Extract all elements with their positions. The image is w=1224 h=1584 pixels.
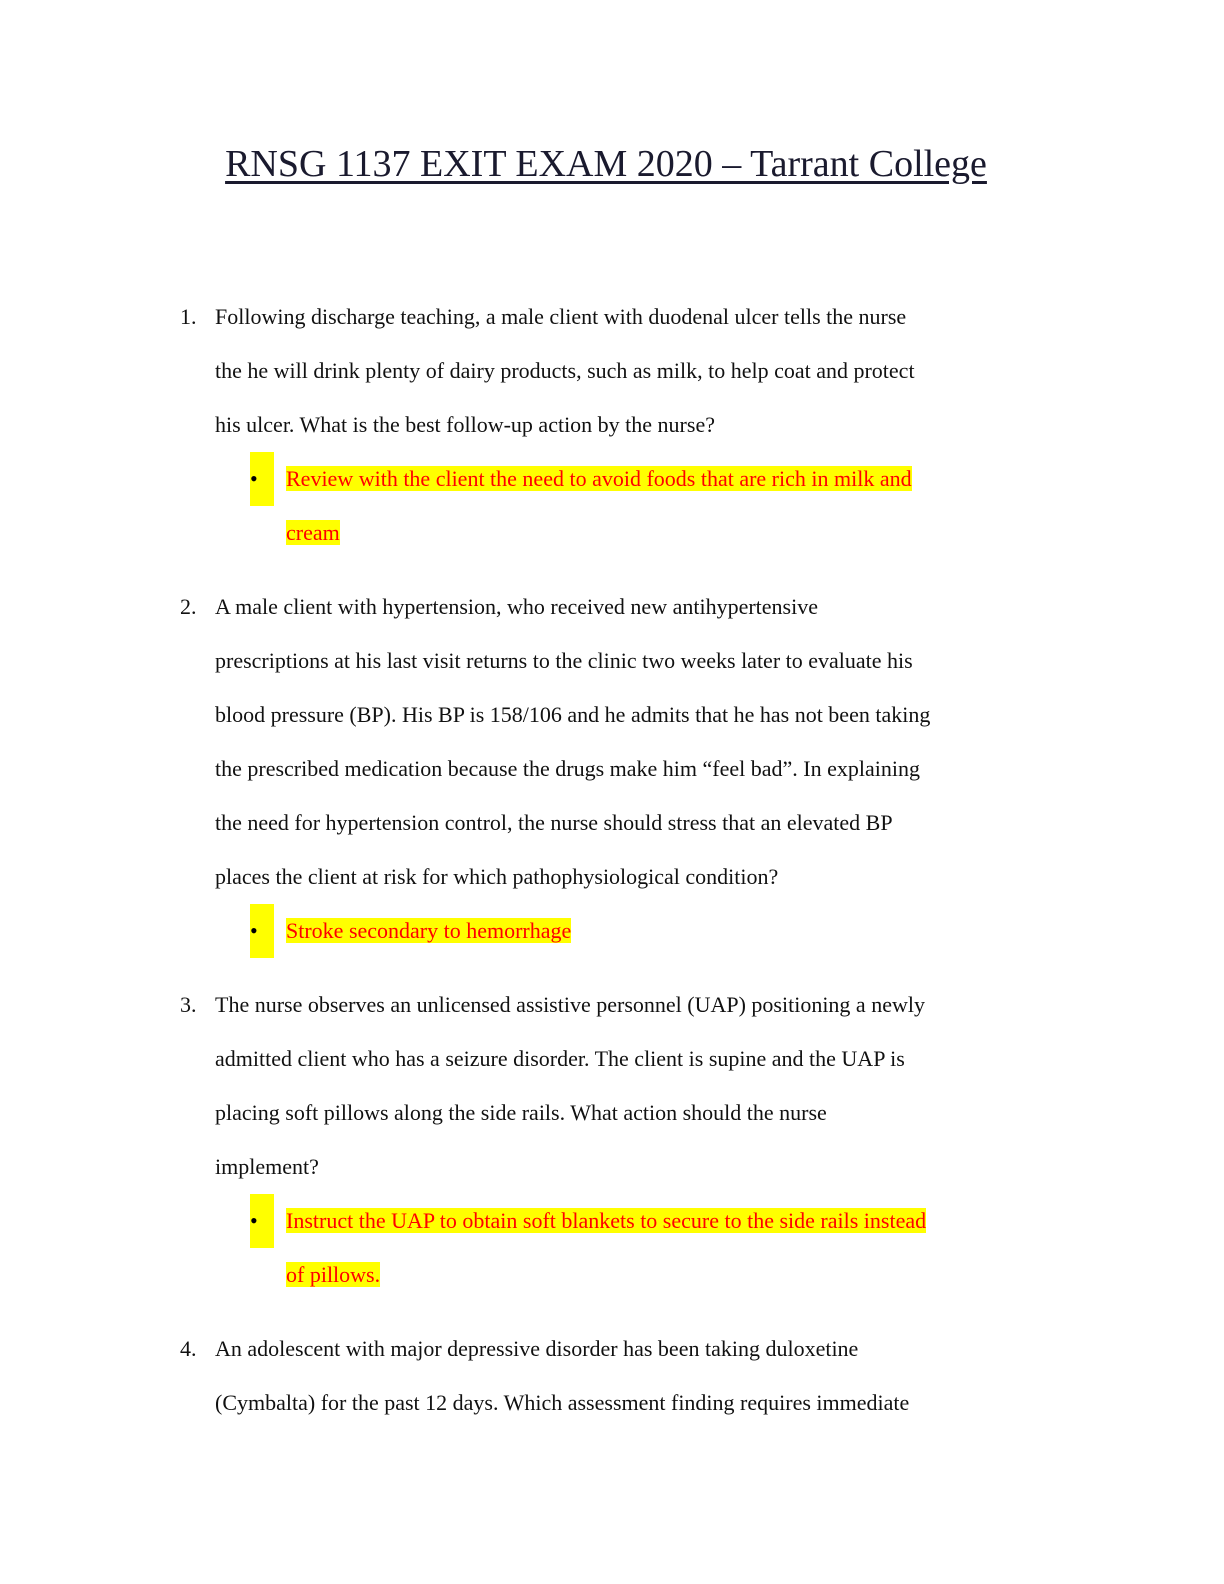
question-text-line: the prescribed medication because the dr… (215, 756, 920, 781)
question-text-line: An adolescent with major depressive diso… (215, 1336, 859, 1361)
answer-line: Review with the client the need to avoid… (286, 452, 1140, 506)
question-text-line: the need for hypertension control, the n… (215, 810, 893, 835)
question-3: 3. The nurse observes an unlicensed assis… (180, 978, 1140, 1194)
answer-text-line: cream (286, 520, 340, 545)
question-text-line: blood pressure (BP). His BP is 158/106 a… (215, 702, 931, 727)
bullet-icon: • (250, 904, 274, 958)
answer-1: • Review with the client the need to avoi… (250, 452, 1140, 560)
answer-text-line: Review with the client the need to avoid… (286, 466, 912, 491)
question-text-line: his ulcer. What is the best follow-up ac… (215, 412, 715, 437)
answer-text-line: Stroke secondary to hemorrhage (286, 918, 572, 943)
question-text-line: places the client at risk for which path… (215, 864, 779, 889)
bullet-icon: • (250, 1194, 274, 1248)
question-2: 2. A male client with hypertension, who r… (180, 580, 1140, 904)
answer-2: • Stroke secondary to hemorrhage (250, 904, 1140, 958)
question-text-line: the he will drink plenty of dairy produc… (215, 358, 915, 383)
page-title: RNSG 1137 EXIT EXAM 2020 – Tarrant Colle… (225, 143, 987, 185)
answer-text-line: of pillows. (286, 1262, 381, 1287)
question-list: 1. Following discharge teaching, a male c… (180, 290, 1140, 1450)
question-text-line: Following discharge teaching, a male cli… (215, 304, 907, 329)
question-text-line: (Cymbalta) for the past 12 days. Which a… (215, 1390, 910, 1415)
question-number: 4. (180, 1336, 197, 1361)
question-number: 1. (180, 304, 197, 329)
answer-line: of pillows. (286, 1248, 1140, 1302)
answer-line: cream (286, 506, 1140, 560)
question-text-line: implement? (215, 1154, 319, 1179)
bullet-icon: • (250, 452, 274, 506)
question-text-line: prescriptions at his last visit returns … (215, 648, 913, 673)
question-text-line: admitted client who has a seizure disord… (215, 1046, 905, 1071)
question-4: 4. An adolescent with major depressive di… (180, 1322, 1140, 1430)
question-1: 1. Following discharge teaching, a male c… (180, 290, 1140, 452)
answer-line: Instruct the UAP to obtain soft blankets… (286, 1194, 1140, 1248)
question-text-line: The nurse observes an unlicensed assisti… (215, 992, 925, 1017)
question-number: 3. (180, 992, 197, 1017)
answer-line: Stroke secondary to hemorrhage (286, 904, 1140, 958)
question-text-line: A male client with hypertension, who rec… (215, 594, 818, 619)
answer-3: • Instruct the UAP to obtain soft blanket… (250, 1194, 1140, 1302)
question-text-line: placing soft pillows along the side rail… (215, 1100, 827, 1125)
question-number: 2. (180, 594, 197, 619)
answer-text-line: Instruct the UAP to obtain soft blankets… (286, 1208, 927, 1233)
